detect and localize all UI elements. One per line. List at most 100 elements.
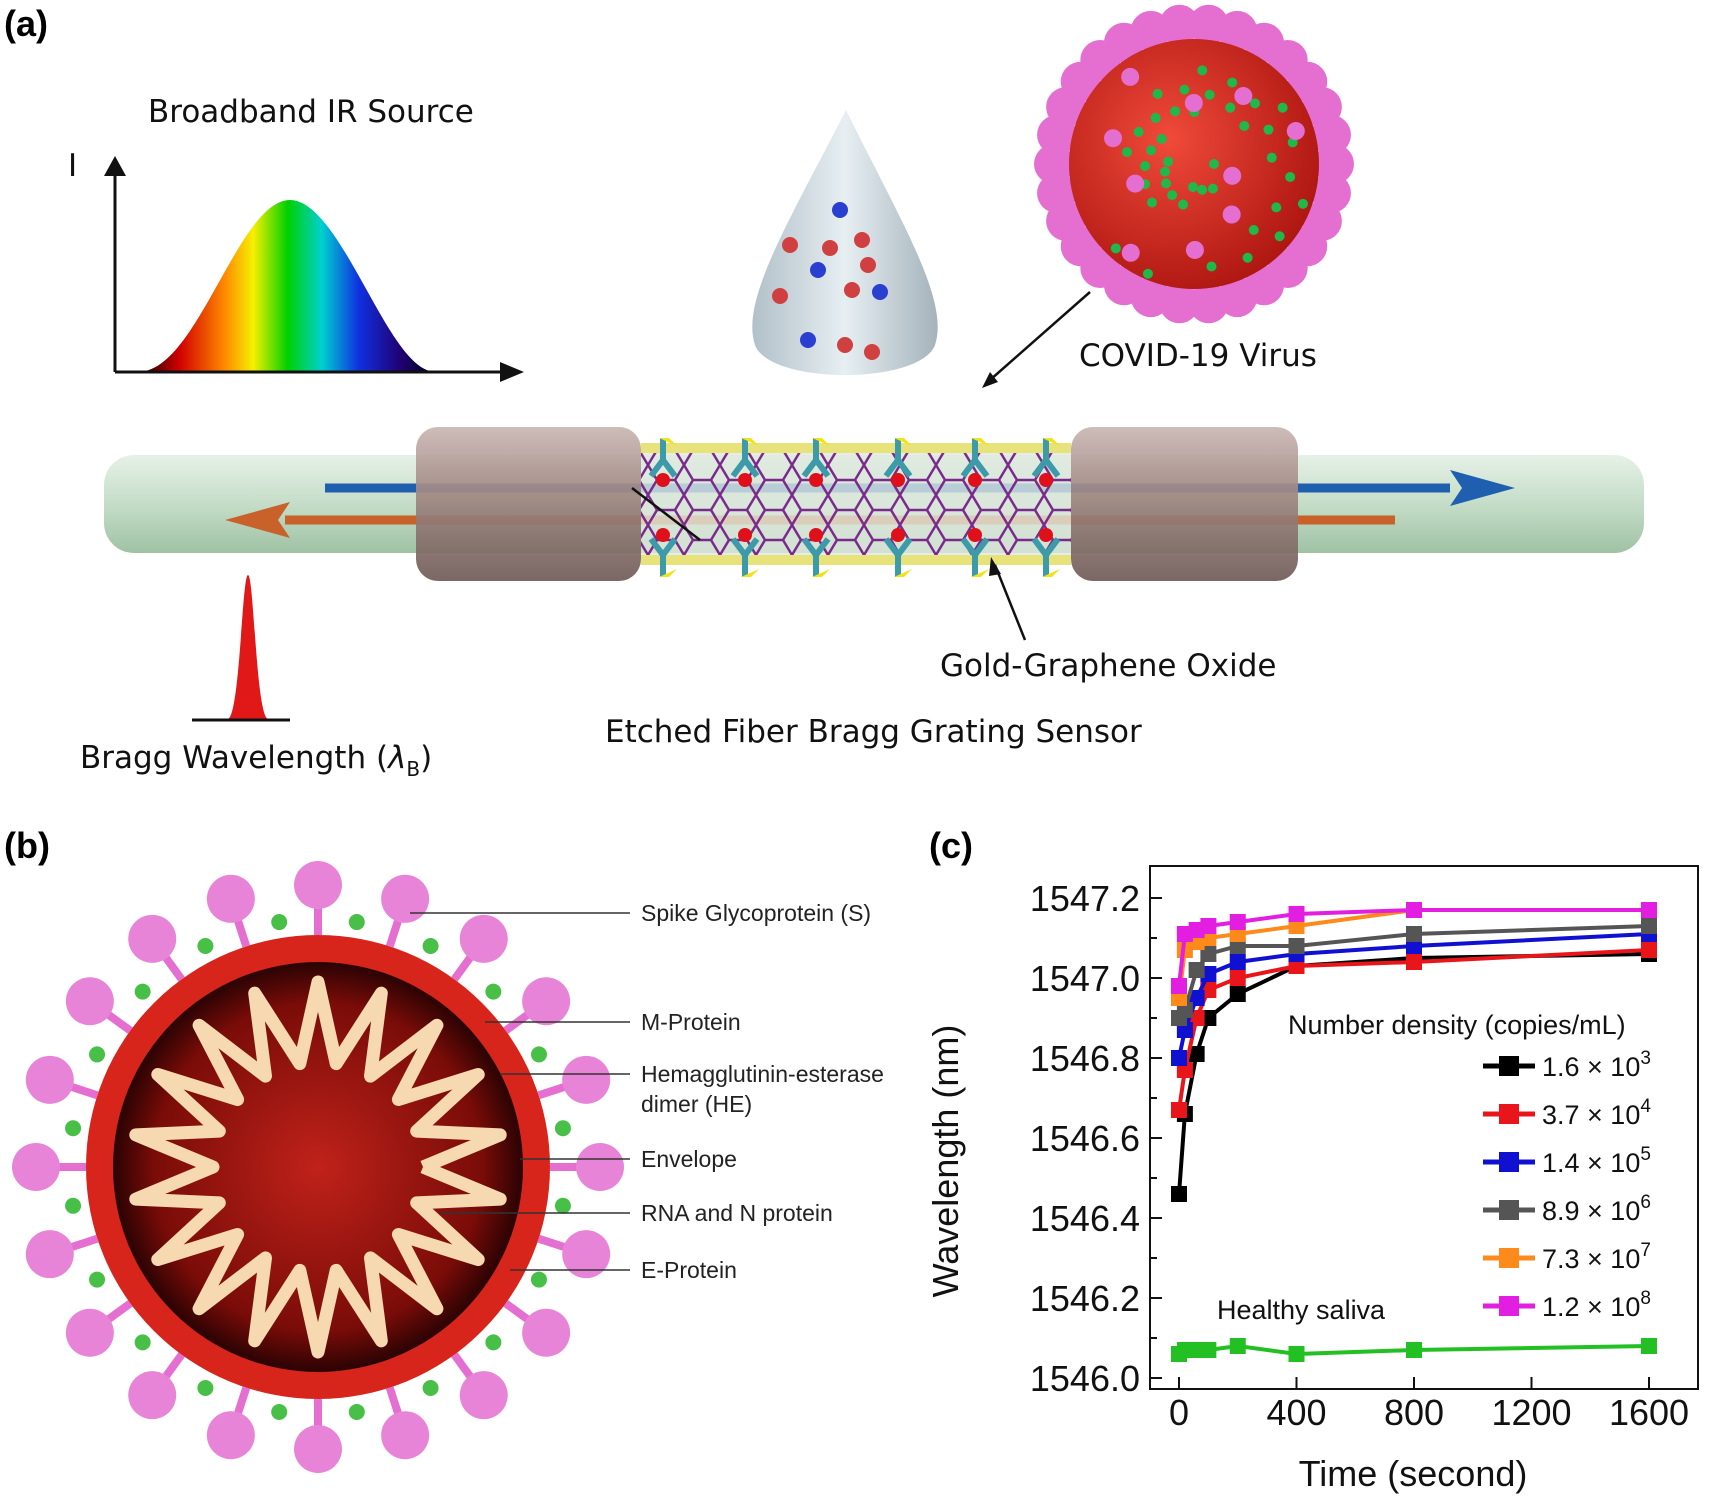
legend-marker [1499,1200,1519,1220]
x-tick-label: 0 [1169,1392,1189,1433]
spike-glycoprotein [522,1308,571,1357]
data-point [1641,902,1657,918]
virus-cross-section [12,861,624,1473]
m-protein [271,1403,288,1420]
data-point [1406,1342,1422,1358]
spike-protein [1159,4,1200,45]
spike-protein [1121,67,1140,86]
surface-protein [1161,178,1172,189]
virus-particle [782,237,798,253]
m-protein [485,983,502,1000]
surface-protein [1274,231,1285,242]
antibody-icon [730,537,760,577]
structure-label: Hemagglutinin-esterase [641,1061,884,1087]
linker-icon [894,438,912,446]
structure-label-line2: dimer (HE) [641,1091,752,1117]
linker-icon [971,569,989,577]
legend-marker [1499,1296,1519,1316]
intensity-axis-label: I [68,148,77,184]
linker-icon [1042,438,1060,446]
m-protein [89,1046,106,1063]
virus-particle-icon [891,528,905,542]
antibody-icon [1031,438,1061,478]
surface-protein [1110,243,1121,254]
virus-particle-icon [809,528,823,542]
legend-marker [1499,1248,1519,1268]
bragg-peak [228,575,268,719]
panel-c: (c) 1546.01546.21546.41546.61546.81547.0… [925,825,1699,1494]
data-point [1641,942,1657,958]
m-protein [554,1120,571,1137]
legend-title: Number density (copies/mL) [1288,1010,1626,1040]
panel-a-tag: (a) [4,3,48,44]
structure-label: E-Protein [641,1257,737,1283]
surface-protein [1152,88,1163,99]
surface-protein [1249,98,1260,109]
virus-particle [800,332,816,348]
structure-label: Envelope [641,1146,737,1172]
antibody-probes [648,438,1061,577]
right-connector [1071,427,1298,581]
data-point [1288,1346,1305,1362]
spike-glycoprotein [128,914,177,963]
legend-entry: 3.7 × 104 [1542,1096,1651,1130]
spike-protein [1314,144,1354,184]
spike-protein [1310,114,1351,155]
surface-protein [1266,152,1277,163]
antibody-icon [1031,537,1061,577]
spike-glycoprotein [562,1055,611,1104]
spike-protein [1222,205,1241,224]
surface-protein [1285,172,1296,183]
x-tick-label: 1600 [1609,1392,1689,1433]
data-point [1288,938,1305,954]
m-protein [65,1120,82,1137]
spike-protein [1121,243,1140,262]
data-point [1188,1046,1205,1062]
virus-particle [832,202,848,218]
surface-protein [1150,112,1161,123]
droplet-shape [752,110,938,375]
m-protein [134,983,151,1000]
arrowhead-icon [982,372,998,388]
virus-pointer-arrow [989,291,1091,381]
coating-top-rail [641,443,1071,453]
data-point [1406,954,1422,970]
spike-protein [1286,122,1305,141]
arrow-right-icon [1450,470,1515,506]
coating-bottom-rail [641,555,1071,565]
rna-coil [129,975,507,1359]
arrow-left-icon [225,502,290,538]
surface-protein [1163,156,1174,167]
linker-icon [894,569,912,577]
y-tick-label: 1546.8 [1030,1038,1140,1079]
data-point [1171,1050,1187,1066]
surface-protein [1170,106,1181,117]
antibody-icon [648,438,678,478]
m-protein [197,1379,214,1396]
bragg-label: Bragg Wavelength (λB) [80,740,432,781]
surface-protein [1263,124,1274,135]
data-point [1200,918,1217,934]
spike-protein [1188,283,1229,324]
antibody-icon [960,438,990,478]
legend-entry: 7.3 × 107 [1542,1240,1651,1274]
surface-protein [1178,199,1189,210]
legend-entry: 8.9 × 106 [1542,1192,1651,1226]
data-point [1188,962,1205,978]
surface-protein [1248,224,1259,235]
spike-glycoprotein [128,1371,177,1420]
y-tick-label: 1546.0 [1030,1358,1140,1399]
linker-icon [659,438,677,446]
surface-protein [1206,261,1217,272]
m-protein [271,914,288,931]
fiber-assembly: Gold-Graphene Oxide Etched Fiber Bragg G… [104,427,1644,750]
spike-glycoprotein [459,1371,508,1420]
surface-protein [1239,120,1250,131]
data-point [1288,906,1305,922]
m-protein [134,1334,151,1351]
y-tick-label: 1546.2 [1030,1278,1140,1319]
panel-b-tag: (b) [4,825,50,866]
virus-particle-icon [1039,473,1053,487]
legend-entry: 1.2 × 108 [1542,1288,1651,1322]
spike-glycoprotein [206,874,255,923]
